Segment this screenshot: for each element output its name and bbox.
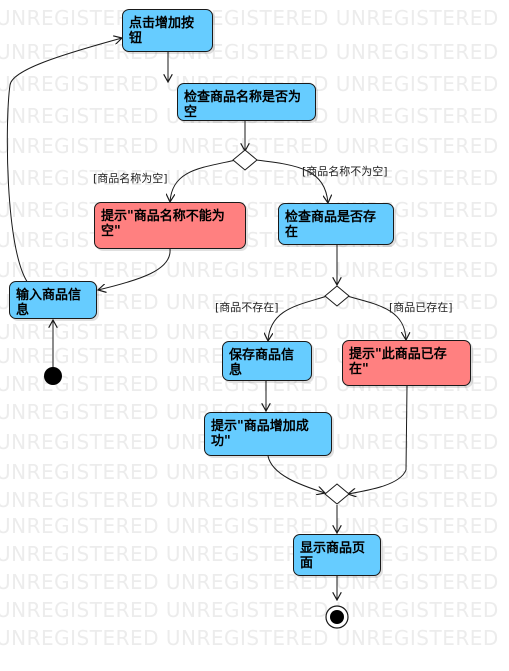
guard-name-empty: [商品名称为空] xyxy=(93,172,168,185)
action-label: 显示商品页面 xyxy=(300,541,366,571)
guard-exists: [商品已存在] xyxy=(389,301,453,314)
action-label: 输入商品信息 xyxy=(16,288,82,318)
action-check-name-empty: 检查商品名称是否为空 xyxy=(177,83,316,121)
flow-decision2-to-prompt-exists xyxy=(346,295,406,340)
flow-decision2-to-save xyxy=(268,295,328,341)
flow-prompt-exists-to-merge xyxy=(348,385,408,494)
action-label: 检查商品是否存在 xyxy=(285,210,377,240)
merge-node xyxy=(324,483,350,505)
flow-prompt-empty-to-input xyxy=(98,248,171,290)
action-prompt-name-empty: 提示"商品名称不能为空" xyxy=(94,202,246,249)
action-click-add-button: 点击增加按钮 xyxy=(122,9,213,52)
action-label: 检查商品名称是否为空 xyxy=(184,90,302,120)
decision-product-exists xyxy=(324,285,350,307)
action-label: 提示"商品增加成功" xyxy=(211,419,309,449)
action-prompt-add-success: 提示"商品增加成功" xyxy=(204,412,332,456)
action-label: 提示"此商品已存在" xyxy=(349,347,447,377)
flow-decision1-to-prompt-empty xyxy=(170,159,237,202)
flow-input-to-click-add xyxy=(6,38,122,284)
action-prompt-product-exists: 提示"此商品已存在" xyxy=(342,340,471,386)
decision-name-empty xyxy=(232,149,258,171)
action-label: 提示"商品名称不能为空" xyxy=(101,209,225,239)
final-node-inner xyxy=(330,610,344,624)
action-check-product-exists: 检查商品是否存在 xyxy=(278,203,394,245)
guard-not-exists: [商品不存在] xyxy=(215,301,279,314)
guard-name-not-empty: [商品名称不为空] xyxy=(302,165,388,178)
action-label: 保存商品信息 xyxy=(229,348,295,378)
action-label: 点击增加按钮 xyxy=(129,16,195,46)
flow-success-to-merge xyxy=(267,455,325,493)
action-input-product-info: 输入商品信息 xyxy=(9,281,97,319)
initial-node xyxy=(44,367,62,385)
action-show-product-page: 显示商品页面 xyxy=(293,534,381,576)
flow-decision1-to-check-exists xyxy=(255,159,328,203)
action-save-product-info: 保存商品信息 xyxy=(222,341,312,381)
